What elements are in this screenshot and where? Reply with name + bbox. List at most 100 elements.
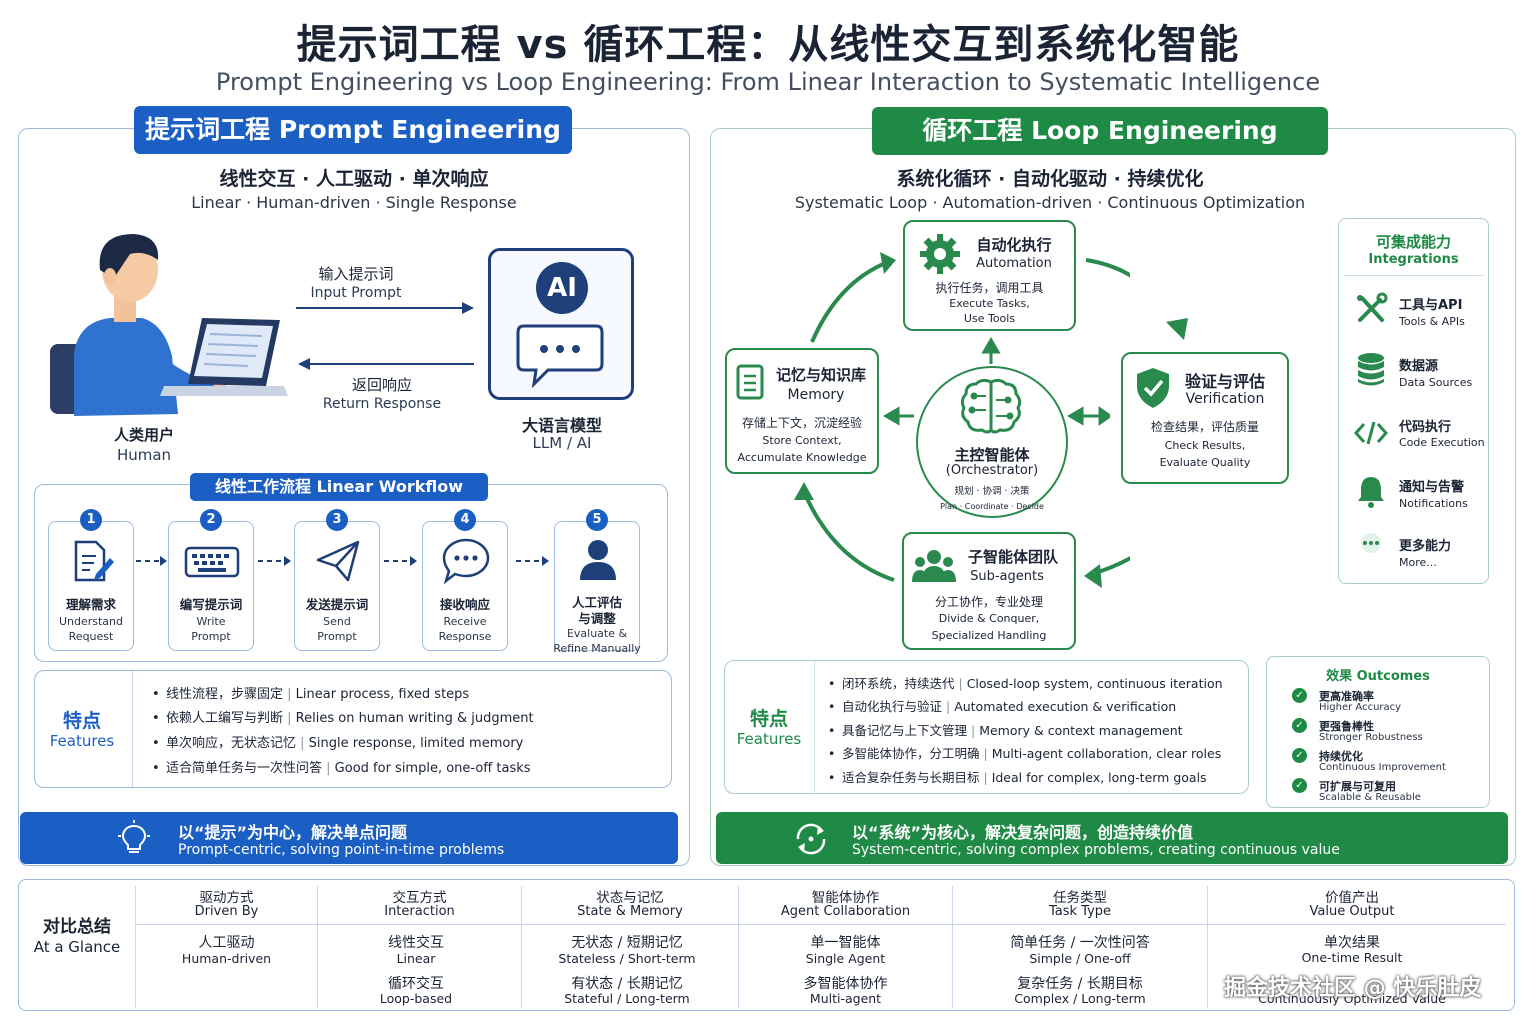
automation-desc-en-2: Use Tools — [963, 312, 1016, 325]
feature-item: •线性流程，步骤固定 | Linear process, fixed steps — [152, 687, 470, 702]
summary-value-en: Loop-based — [379, 991, 453, 1006]
summary-value-en: Simple / One-off — [1029, 951, 1131, 966]
summary-value-en: One-time Result — [1301, 950, 1403, 965]
feature-item: •依赖人工编写与判断 | Relies on human writing & j… — [152, 711, 534, 726]
automation-title-en: Automation — [976, 256, 1052, 271]
step-label-cn: 接收响应 — [439, 597, 490, 612]
integrations-title-cn: 可集成能力 — [1375, 233, 1451, 251]
page-title: 提示词工程 vs 循环工程：从线性交互到系统化智能 — [296, 22, 1240, 68]
feature-item: •单次响应，无状态记忆 | Single response, limited m… — [152, 736, 524, 751]
llm-card — [488, 248, 634, 400]
feature-item: •适合复杂任务与长期目标 | Ideal for complex, long-t… — [828, 770, 1207, 785]
orchestrator-label-cn: 主控智能体 — [954, 446, 1030, 464]
summary-header-en: State & Memory — [577, 904, 683, 919]
summary-value-cn: 有状态 / 长期记忆 — [571, 976, 683, 992]
paper-plane-icon — [316, 540, 360, 582]
verification-desc-en: Check Results, — [1164, 439, 1246, 452]
workflow-step-2 — [168, 521, 254, 651]
step-label-en: Refine Manually — [553, 642, 641, 655]
summary-value-en: Multi-agent — [809, 991, 882, 1006]
right-features-box — [724, 660, 1249, 794]
summary-header-en: Driven By — [194, 904, 259, 919]
workflow-step-3 — [294, 521, 380, 651]
step-label-en: Prompt — [191, 630, 231, 643]
summary-value-en: Complex / Long-term — [1014, 991, 1146, 1006]
feature-item: •闭环系统，持续迭代 | Closed-loop system, continu… — [828, 676, 1223, 691]
subagents-desc-en-2: Specialized Handling — [931, 629, 1047, 642]
step-number: 4 — [454, 509, 476, 531]
memory-title-en: Memory — [787, 387, 845, 403]
subagents-title-cn: 子智能体团队 — [967, 548, 1058, 566]
divider — [1344, 275, 1483, 276]
keyboard-icon — [184, 546, 240, 578]
input-prompt-label-cn: 输入提示词 — [318, 265, 394, 283]
center-connectors — [883, 337, 1110, 426]
outcome-label-en: Stronger Robustness — [1319, 732, 1423, 743]
summary-header-en: Agent Collaboration — [780, 904, 911, 919]
step-number: 2 — [200, 509, 222, 531]
prompt-engineering-header: 提示词工程 Prompt Engineering — [134, 106, 572, 154]
subagents-title-en: Sub-agents — [970, 569, 1044, 584]
summary-header-cn: 价值产出 — [1325, 890, 1379, 906]
summary-value-cn: 线性交互 — [388, 935, 444, 951]
memory-desc-cn: 存储上下文，沉淀经验 — [741, 416, 862, 430]
input-arrow-icon — [296, 302, 474, 314]
step-label-en: Response — [438, 630, 492, 643]
workflow-step-4 — [422, 521, 508, 651]
summary-header-cn: 智能体协作 — [811, 890, 880, 906]
summary-table — [18, 879, 1515, 1011]
summary-value-en: Human-driven — [181, 951, 272, 966]
outcomes-panel — [1266, 656, 1490, 808]
divider — [952, 886, 953, 1008]
human-at-laptop-icon — [50, 234, 288, 416]
chat-bubble-icon — [516, 324, 604, 388]
divider — [814, 661, 815, 793]
divider — [136, 924, 1506, 925]
return-response-label-cn: 返回响应 — [351, 376, 412, 394]
gear-icon — [920, 234, 960, 274]
integration-label-en: Code Execution — [1399, 436, 1485, 449]
more-icon — [1361, 533, 1381, 553]
step-label-en: Request — [68, 630, 114, 643]
orchestrator-desc-cn: 规划 · 协调 · 决策 — [954, 486, 1030, 497]
outcome-label-cn: 更强鲁棒性 — [1319, 720, 1374, 733]
outcomes-title: 效果 Outcomes — [1326, 669, 1430, 684]
automation-title-cn: 自动化执行 — [976, 236, 1052, 254]
summary-value-cn: 简单任务 / 一次性问答 — [1010, 935, 1150, 951]
verification-title-en: Verification — [1185, 391, 1265, 407]
outcome-label-cn: 持续优化 — [1319, 750, 1363, 763]
summary-header-cn: 状态与记忆 — [596, 890, 664, 906]
divider — [135, 886, 136, 1008]
person-icon — [580, 540, 616, 580]
summary-header-en: Value Output — [1309, 904, 1395, 919]
human-label-en: Human — [116, 446, 172, 464]
system-centric-banner — [716, 812, 1508, 864]
integration-label-en: Data Sources — [1399, 376, 1473, 389]
verification-desc-en-2: Evaluate Quality — [1159, 456, 1251, 469]
summary-value-en: Continuously Optimized Value — [1258, 991, 1446, 1006]
input-prompt-label-en: Input Prompt — [310, 285, 402, 301]
summary-header-en: Task Type — [1048, 904, 1112, 919]
document-list-icon — [736, 364, 764, 400]
step-label-en: Evaluate & — [566, 627, 628, 640]
memory-desc-en: Store Context, — [762, 434, 842, 447]
summary-value-en: Linear — [396, 951, 436, 966]
integration-label-en: More... — [1399, 556, 1437, 569]
banner-text-cn: 以“系统”为核心，解决复杂问题，创造持续价值 — [852, 823, 1194, 842]
divider — [132, 671, 133, 787]
document-pen-icon — [74, 540, 114, 582]
summary-value-cn: 单一智能体 — [810, 935, 881, 951]
ai-badge: AI — [536, 262, 588, 314]
banner-text-en: System-centric, solving complex problems… — [852, 842, 1340, 858]
check-icon: ✓ — [1292, 718, 1307, 733]
summary-label-en: At a Glance — [33, 938, 121, 956]
integration-label-cn: 代码执行 — [1399, 420, 1452, 435]
integrations-panel — [1338, 218, 1489, 584]
step-label-cn: 理解需求 — [65, 597, 116, 612]
return-arrow-icon — [298, 358, 474, 370]
right-tagline-cn: 系统化循环 · 自动化驱动 · 持续优化 — [896, 168, 1204, 190]
feature-item: •多智能体协作，分工明确 | Multi-agent collaboration… — [828, 746, 1222, 761]
divider — [521, 886, 522, 1008]
step-label-en: Prompt — [317, 630, 357, 643]
step-label-en: Understand — [58, 615, 124, 628]
